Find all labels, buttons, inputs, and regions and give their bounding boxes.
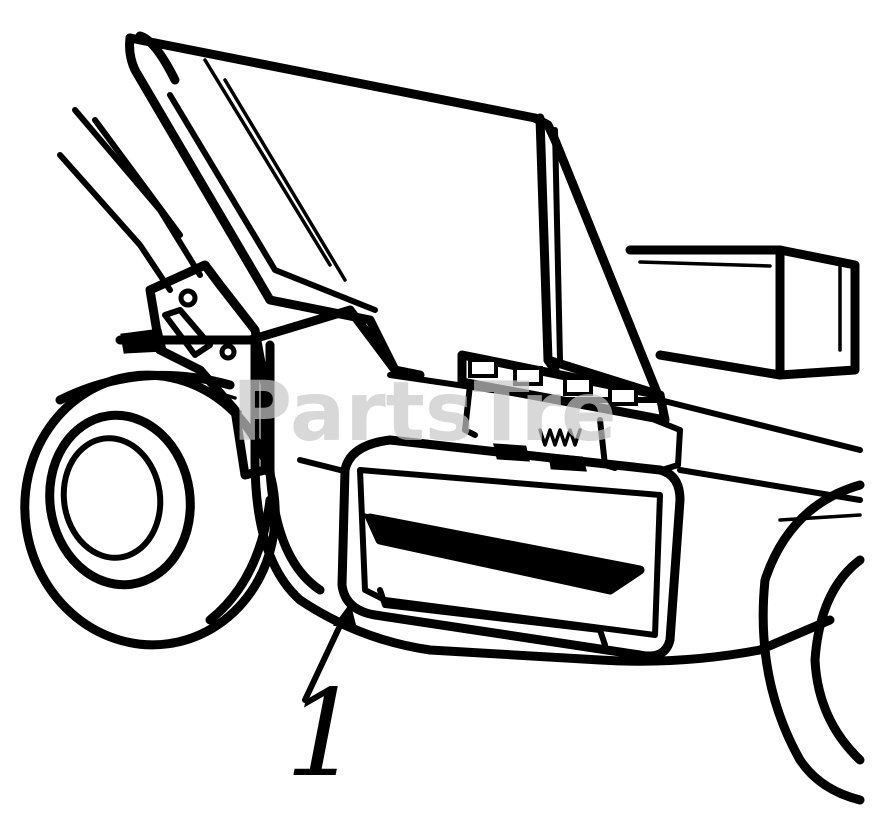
front-bumper-bracket [337,435,685,661]
callout-leader [302,602,357,703]
engine-cover [625,245,860,380]
front-wheel [20,370,280,650]
callout-label-1: 1 [285,665,361,804]
watermark-text: PartsTre [232,365,617,460]
handle-tubes [57,107,203,293]
rear-wheel [758,480,865,805]
